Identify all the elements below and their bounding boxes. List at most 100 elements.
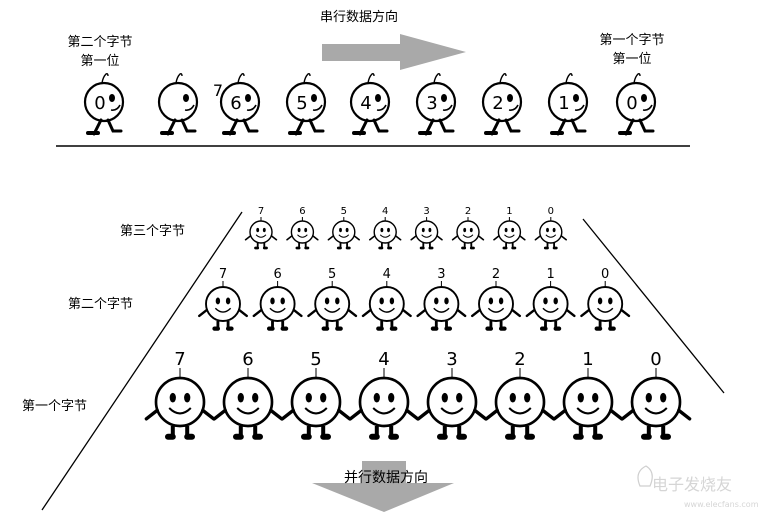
bit-label: 6 <box>242 349 253 370</box>
figure-hair <box>367 73 375 84</box>
figure-eye-left <box>297 227 301 233</box>
serial-right-label: 第一个字节 第一位 <box>590 33 674 68</box>
bit-figure: 6 <box>252 267 303 331</box>
bit-label: 4 <box>378 349 389 370</box>
figure-smile <box>372 407 396 415</box>
figure-eye-left <box>169 392 176 403</box>
figure-arms <box>280 408 352 421</box>
figure-arms <box>307 308 358 318</box>
bit-digit: 2 <box>492 93 503 114</box>
figure-arms <box>197 308 249 318</box>
bit-figure: 3 <box>410 206 443 250</box>
bit-figure: 5 <box>280 349 352 440</box>
walking-figure: 2 <box>481 73 523 136</box>
overlapping-bit-digit: 7 <box>213 81 223 100</box>
figure-eye-right <box>552 227 556 233</box>
figure-smile <box>508 407 532 415</box>
watermark-leaf-icon <box>637 465 653 487</box>
figure-arms <box>361 308 412 318</box>
figure-eye-left <box>546 227 549 233</box>
figure-eye-right <box>524 392 531 403</box>
bit-label: 1 <box>506 206 512 217</box>
figure-head <box>285 81 327 123</box>
figure-arms <box>252 308 303 318</box>
figure-eye-right <box>387 227 390 233</box>
bit-figure: 6 <box>286 206 319 250</box>
figure-head <box>314 286 351 322</box>
figure-eye-left <box>380 227 384 233</box>
figure-mouth <box>642 104 653 111</box>
figure-eye <box>573 94 579 102</box>
figure-eye-left <box>421 227 425 233</box>
figure-head <box>219 81 261 123</box>
figure-eye-left <box>509 392 516 403</box>
figure-head <box>547 81 589 123</box>
figure-arms <box>327 235 360 241</box>
bit-figure: 0 <box>534 206 567 250</box>
figure-eye-right <box>592 392 599 403</box>
figure-head <box>456 220 480 244</box>
bit-label: 2 <box>465 206 471 217</box>
perspective-line-right <box>582 218 725 394</box>
walking-figure: 1 <box>547 73 589 136</box>
figure-smile <box>324 307 341 313</box>
figure-eye-right <box>388 392 395 403</box>
figure-head <box>481 81 523 123</box>
bit-label: 6 <box>273 267 281 282</box>
figure-arms <box>416 308 467 318</box>
figure-arms <box>286 235 319 241</box>
figure-eye <box>245 94 251 102</box>
bit-figure: 2 <box>484 349 556 440</box>
bit-figure: 3 <box>416 267 467 331</box>
bit-label: 5 <box>341 206 347 217</box>
bit-label: 1 <box>546 267 554 282</box>
figure-smile <box>168 407 192 415</box>
figure-arms <box>580 308 631 318</box>
figure-arms <box>212 408 284 421</box>
serial-left-label-line2: 第一位 <box>80 54 120 69</box>
figure-eye-right <box>252 392 259 403</box>
figure-eye-right <box>280 297 285 305</box>
figure-head <box>205 286 241 322</box>
figure-arms <box>410 235 443 241</box>
figure-smile <box>421 234 432 238</box>
bit-label: 1 <box>582 349 593 370</box>
bit-figure: 7 <box>144 349 216 440</box>
figure-eye <box>507 94 513 102</box>
figure-eye-right <box>469 227 473 233</box>
figure-head <box>415 81 457 123</box>
bit-label: 2 <box>514 349 525 370</box>
figure-arms <box>470 308 522 318</box>
figure-head <box>83 81 125 123</box>
figure-eye-right <box>428 227 432 233</box>
bit-figure: 4 <box>369 206 402 250</box>
figure-eye <box>183 94 189 102</box>
figure-arms <box>552 408 624 421</box>
walking-figure: 4 <box>349 73 391 136</box>
bit-figure: 6 <box>212 349 284 440</box>
bit-digit: 1 <box>558 93 569 114</box>
figure-arms <box>484 408 556 421</box>
figure-eye <box>375 94 381 102</box>
figure-mouth <box>110 104 121 111</box>
bit-figure: 1 <box>525 267 576 331</box>
bit-figure: 0 <box>580 267 631 331</box>
bit-figure: 7 <box>197 267 249 331</box>
bit-digit: 5 <box>296 93 307 114</box>
bit-digit: 0 <box>626 93 637 114</box>
figure-eye-right <box>225 297 231 305</box>
figure-smile <box>644 407 668 415</box>
figure-head <box>532 286 569 322</box>
figure-eye-left <box>256 227 260 233</box>
figure-smile <box>297 234 308 238</box>
figure-eye-right <box>511 227 515 233</box>
figure-eye-left <box>543 297 548 305</box>
figure-eye-left <box>504 227 508 233</box>
bit-label: 7 <box>219 267 227 282</box>
figure-eye-left <box>441 392 448 403</box>
figure-hair <box>237 73 245 84</box>
bit-figure: 5 <box>307 267 358 331</box>
